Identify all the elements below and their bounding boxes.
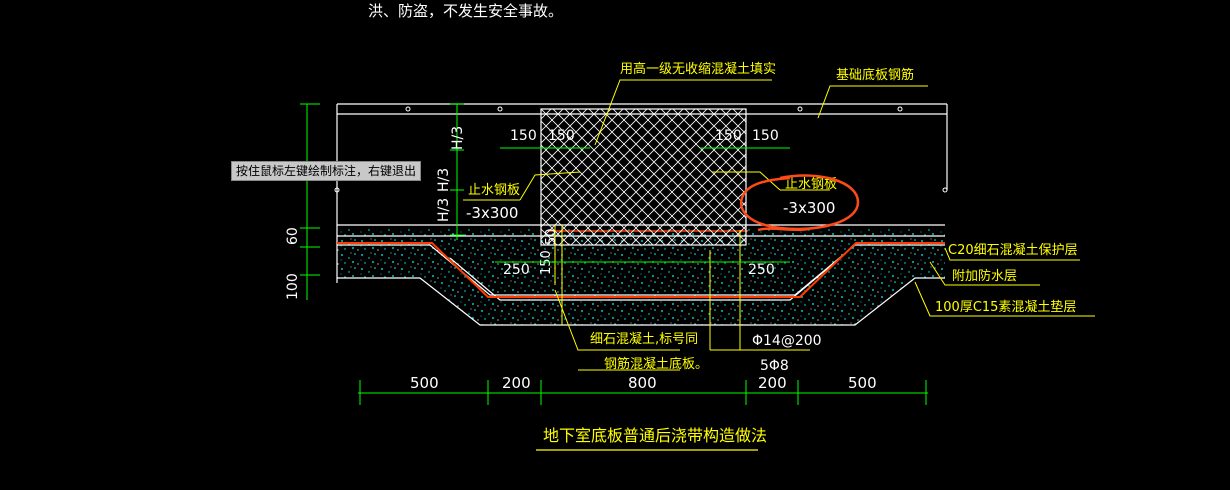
label-fill-concrete: 用高一级无收缩混凝土填实: [620, 61, 776, 77]
label-waterproof-layer: 附加防水层: [952, 268, 1017, 284]
dim-150-left-b: 150: [548, 128, 575, 144]
dim-150-left-a: 150: [510, 128, 537, 144]
dim-bottom-200-right: 200: [758, 374, 787, 392]
dim-150-right-b: 150: [752, 128, 779, 144]
dim-h3-mid: H/3: [436, 168, 452, 192]
label-protective-layer: C20细石混凝土保护层: [948, 242, 1078, 258]
label-fine-stone-1: 细石混凝土,标号同: [590, 331, 698, 347]
label-waterstop-left: 止水钢板: [468, 183, 520, 198]
label-waterstop-right: 止水钢板: [785, 177, 837, 192]
rebar-dots: [334, 106, 948, 193]
left-dimension-chain: [300, 103, 464, 300]
dim-h3-low: H/3: [436, 198, 452, 222]
label-fine-stone-2: 钢筋混凝土底板。: [604, 356, 708, 372]
dim-h3-top: H/3: [450, 126, 466, 150]
label-waterstop-left-size: -3x300: [466, 204, 518, 222]
cursor-tooltip: 按住鼠标左键绘制标注，右键退出: [231, 161, 422, 181]
label-base-rebar: 基础底板钢筋: [836, 67, 914, 83]
top-note: 洪、防盗，不发生安全事故。: [368, 2, 563, 20]
dim-bottom-800: 800: [628, 374, 657, 392]
dim-bottom-500-left: 500: [410, 374, 439, 392]
bottom-dimension-chain: [358, 380, 928, 405]
post-pour-strip: [540, 108, 747, 246]
label-rebar-spec: Φ14@200: [752, 333, 822, 349]
markup-tail: [757, 227, 809, 232]
dim-100: 100: [285, 273, 301, 300]
concrete-layers-region: [337, 229, 945, 325]
label-cushion-layer: 100厚C15素混凝土垫层: [935, 299, 1076, 315]
leader-lines: [463, 79, 1095, 371]
dim-50: 50: [544, 228, 559, 245]
dim-60: 60: [285, 227, 301, 245]
trench-outline: [337, 244, 945, 326]
dim-150-right-a: 150: [715, 128, 742, 144]
dim-250-right: 250: [748, 262, 775, 278]
drawing-title: 地下室底板普通后浇带构造做法: [543, 426, 767, 445]
label-rebar-count: 5Φ8: [760, 358, 789, 374]
dim-150-vertical: 150: [539, 250, 554, 275]
label-waterstop-right-size: -3x300: [783, 199, 835, 217]
dim-250-left: 250: [503, 262, 530, 278]
dim-bottom-500-right: 500: [848, 374, 877, 392]
dim-bottom-200-left: 200: [502, 374, 531, 392]
